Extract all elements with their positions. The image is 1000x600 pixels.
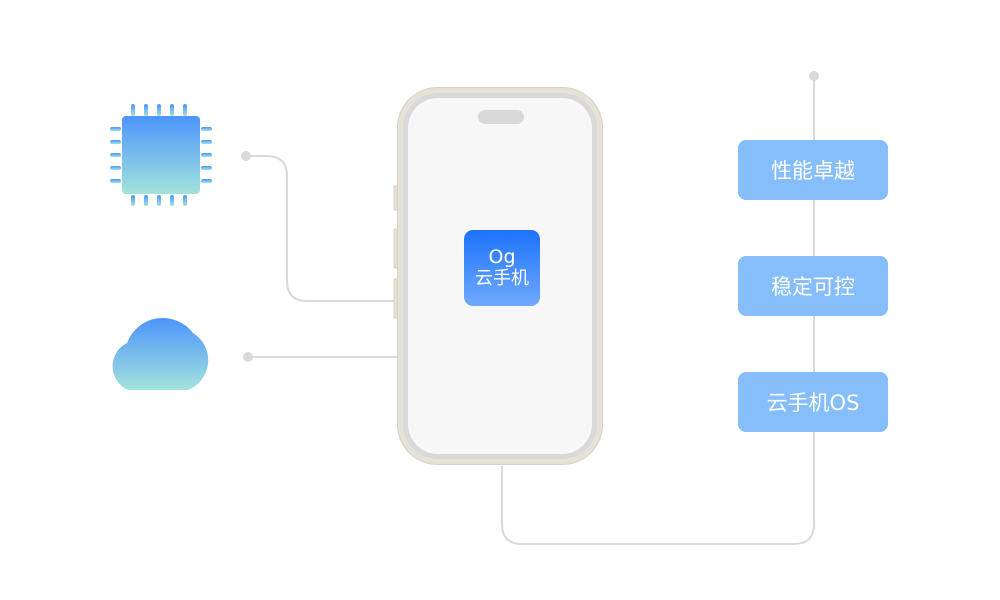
cpu-connector xyxy=(246,155,397,302)
cloud-icon xyxy=(112,317,209,390)
feature-performance: 性能卓越 xyxy=(738,140,888,200)
app-name-line1: Og xyxy=(488,246,516,268)
feature-stability: 稳定可控 xyxy=(738,256,888,316)
cloud-connector-dot xyxy=(243,352,253,362)
feature-connector-dot xyxy=(809,71,819,81)
feature-cloud-phone-os: 云手机OS xyxy=(738,372,888,432)
phone-notch xyxy=(478,110,524,124)
app-name-line2: 云手机 xyxy=(475,268,529,289)
cpu-connector-dot xyxy=(241,151,251,161)
og-cloud-phone-app-icon[interactable]: Og 云手机 xyxy=(464,230,540,306)
feature-connector xyxy=(501,76,815,545)
cpu-chip-icon xyxy=(110,104,212,206)
